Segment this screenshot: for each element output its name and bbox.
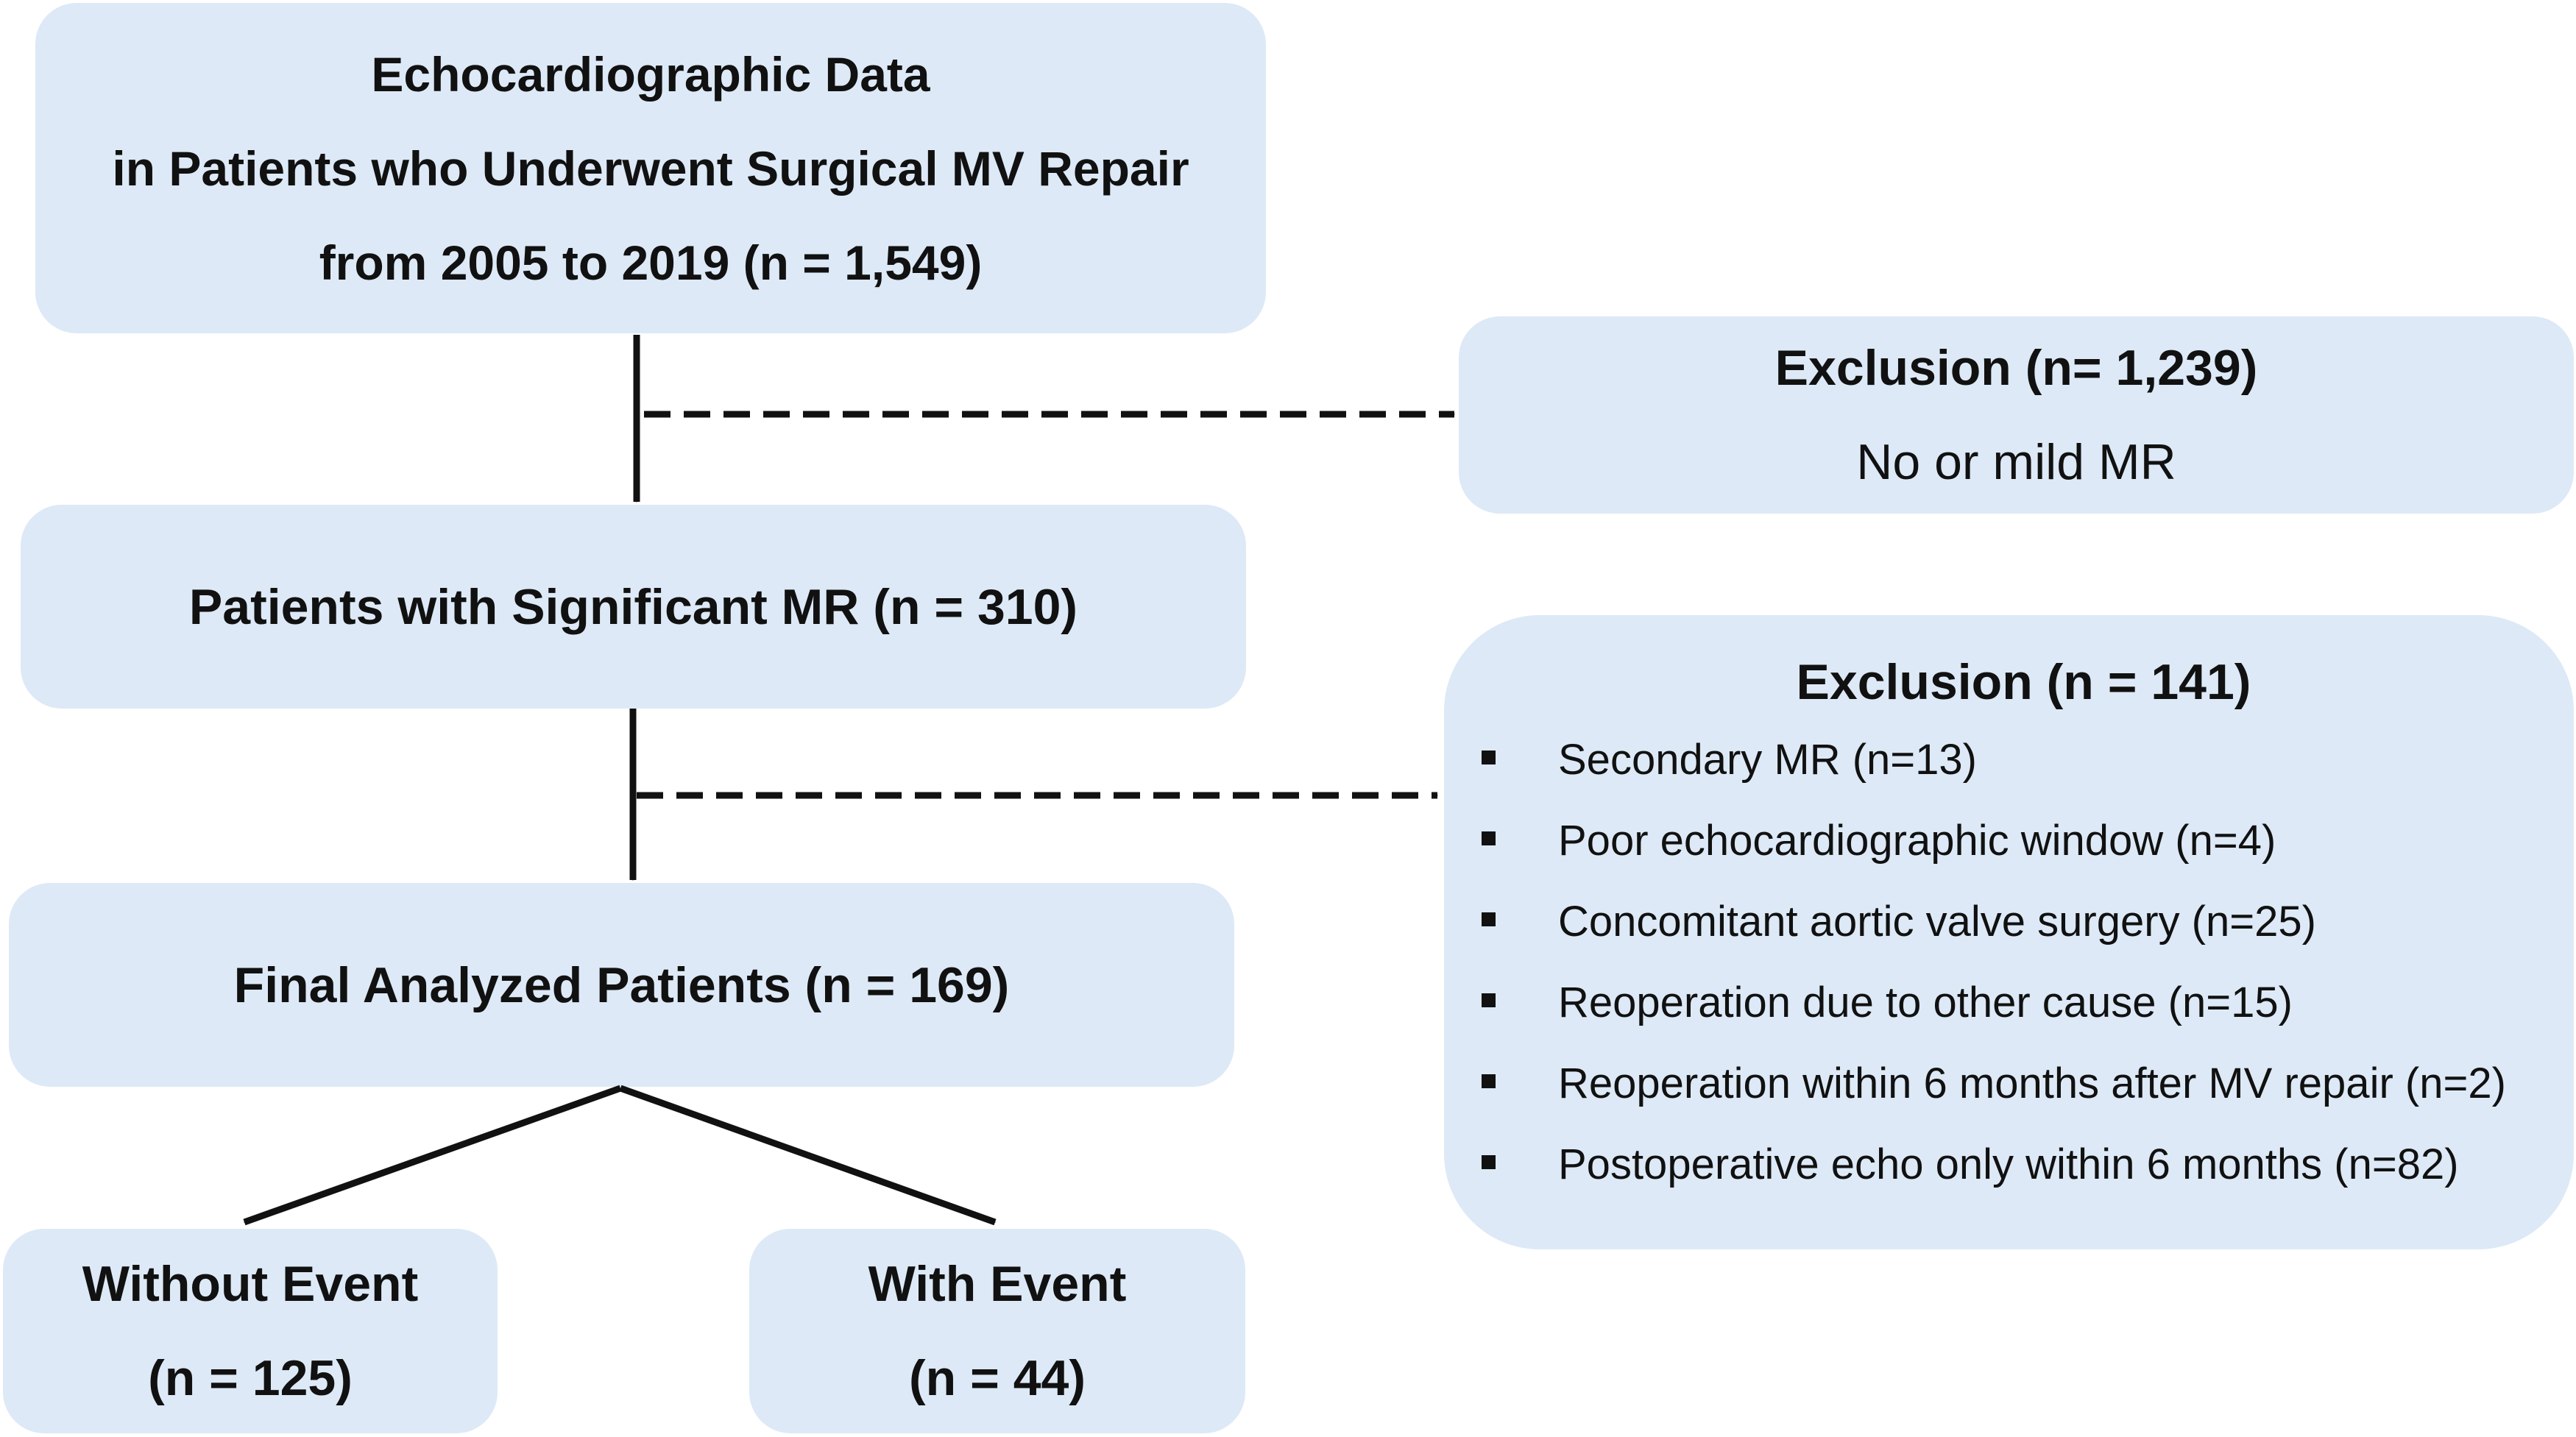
exclusion-item-label: Poor echocardiographic window (n=4) [1558, 817, 2276, 865]
square-bullet-icon [1482, 831, 1496, 845]
source-line-1: Echocardiographic Data [371, 46, 930, 102]
square-bullet-icon [1482, 1155, 1496, 1169]
exclusion-item-label: Reoperation within 6 months after MV rep… [1558, 1060, 2506, 1107]
exclusion-item-label: Secondary MR (n=13) [1558, 736, 1977, 784]
exclusion-1-reason: No or mild MR [1856, 434, 2176, 490]
source-population-box: Echocardiographic Data in Patients who U… [35, 3, 1266, 333]
without-event-title: Without Event [82, 1256, 419, 1312]
square-bullet-icon [1482, 1074, 1496, 1088]
list-item: Concomitant aortic valve surgery (n=25) [1444, 889, 2574, 970]
exclusion-1-title: Exclusion (n= 1,239) [1774, 340, 2258, 396]
with-event-title: With Event [868, 1256, 1127, 1312]
list-item: Poor echocardiographic window (n=4) [1444, 808, 2574, 889]
source-line-2: in Patients who Underwent Surgical MV Re… [112, 141, 1189, 196]
significant-mr-box: Patients with Significant MR (n = 310) [21, 505, 1246, 709]
with-event-count: (n = 44) [909, 1350, 1086, 1406]
exclusion-criteria-list: Secondary MR (n=13) Poor echocardiograph… [1444, 727, 2574, 1213]
without-event-count: (n = 125) [148, 1350, 353, 1406]
list-item: Reoperation within 6 months after MV rep… [1444, 1051, 2574, 1132]
exclusion-item-label: Reoperation due to other cause (n=15) [1558, 979, 2293, 1026]
exclusion-item-label: Concomitant aortic valve surgery (n=25) [1558, 898, 2316, 945]
exclusion-box-mild-mr: Exclusion (n= 1,239) No or mild MR [1459, 316, 2574, 514]
significant-mr-label: Patients with Significant MR (n = 310) [188, 578, 1078, 635]
final-analyzed-box: Final Analyzed Patients (n = 169) [9, 883, 1234, 1087]
source-line-3: from 2005 to 2019 (n = 1,549) [319, 235, 983, 290]
exclusion-box-criteria: Exclusion (n = 141) Secondary MR (n=13) … [1444, 615, 2574, 1249]
arrow-final-to-with-event [619, 1085, 997, 1226]
without-event-box: Without Event (n = 125) [3, 1229, 498, 1433]
final-analyzed-label: Final Analyzed Patients (n = 169) [233, 957, 1010, 1013]
square-bullet-icon [1482, 993, 1496, 1007]
list-item: Secondary MR (n=13) [1444, 727, 2574, 808]
list-item: Reoperation due to other cause (n=15) [1444, 970, 2574, 1051]
square-bullet-icon [1482, 751, 1496, 764]
with-event-box: With Event (n = 44) [749, 1229, 1245, 1433]
exclusion-2-title: Exclusion (n = 141) [1796, 654, 2251, 710]
list-item: Postoperative echo only within 6 months … [1444, 1132, 2574, 1213]
arrow-final-to-without-event [243, 1085, 622, 1226]
square-bullet-icon [1482, 912, 1496, 926]
exclusion-item-label: Postoperative echo only within 6 months … [1558, 1140, 2459, 1188]
